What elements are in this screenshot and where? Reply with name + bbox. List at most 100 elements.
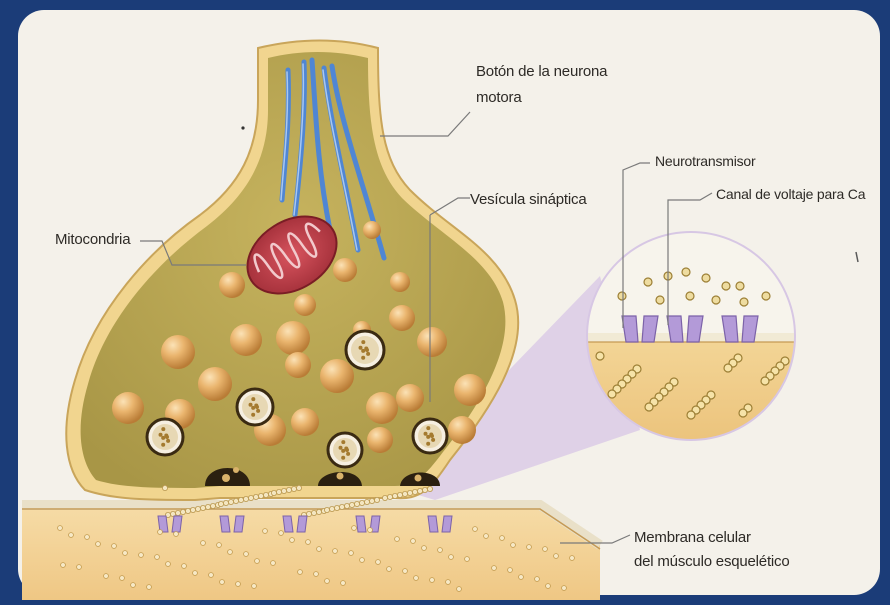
neurotransmitter-dot — [424, 432, 428, 436]
muscle-dot — [349, 551, 354, 556]
cleft-dot — [387, 494, 392, 499]
zoom-dot — [739, 409, 747, 417]
cleft-dot — [276, 489, 281, 494]
neurotransmitter-dot — [161, 427, 165, 431]
cleft-dot — [263, 492, 268, 497]
muscle-dot — [535, 577, 540, 582]
muscle-dot — [519, 575, 524, 580]
vesicle — [161, 335, 195, 369]
cleft-dot — [374, 497, 379, 502]
neurotransmitter-dot — [426, 426, 430, 430]
vesicle — [396, 384, 424, 412]
channel — [356, 516, 366, 532]
cleft-dot — [218, 501, 223, 506]
cleft-dot — [369, 498, 374, 503]
cleft-dot — [311, 510, 316, 515]
cleft-dot — [412, 489, 417, 494]
muscle-dot — [403, 569, 408, 574]
cleft-dot — [185, 508, 190, 513]
muscle-dot — [147, 585, 152, 590]
muscle-dot — [139, 553, 144, 558]
neurotransmitter-dot — [341, 440, 345, 444]
muscle-dot — [131, 583, 136, 588]
muscle-dot — [484, 534, 489, 539]
channel — [442, 516, 452, 532]
neurotransmitter-dot — [431, 438, 435, 442]
neurotransmitter-dot — [359, 346, 363, 350]
cleft-dot — [354, 501, 359, 506]
cleft-dot — [397, 492, 402, 497]
zoom-transmitter-dot — [686, 292, 694, 300]
vesicle — [366, 392, 398, 424]
cleft-dot — [180, 509, 185, 514]
muscle-dot — [155, 555, 160, 560]
vesicle — [276, 321, 310, 355]
muscle-dot — [465, 557, 470, 562]
muscle-dot — [360, 558, 365, 563]
muscle-dot — [500, 536, 505, 541]
cleft-dot — [162, 485, 167, 490]
muscle-dot — [271, 561, 276, 566]
zoom-transmitter-dot — [740, 298, 748, 306]
zoom-transmitter-dot — [682, 268, 690, 276]
zoom-transmitter-dot — [722, 282, 730, 290]
muscle-dot — [325, 579, 330, 584]
neurotransmitter-dot — [251, 413, 255, 417]
zoom-dot — [687, 411, 695, 419]
cleft-dot — [248, 495, 253, 500]
vesicle — [320, 359, 354, 393]
zoom-transmitter-dot — [762, 292, 770, 300]
muscle-dot — [209, 573, 214, 578]
muscle-dot — [395, 537, 400, 542]
muscle-dot — [217, 543, 222, 548]
label-membrana-line1: Membrana celular — [634, 528, 751, 547]
cleft-dot — [402, 491, 407, 496]
neurotransmitter-dot — [426, 442, 430, 446]
zoom-transmitter-dot — [702, 274, 710, 282]
zoom-dot — [645, 403, 653, 411]
label-boton-line1: Botón de la neurona — [476, 62, 607, 81]
cleft-dot — [407, 490, 412, 495]
muscle-dot — [457, 587, 462, 592]
muscle-dot — [449, 555, 454, 560]
neurotransmitter-dot — [254, 403, 258, 407]
muscle-dot — [120, 576, 125, 581]
channel — [297, 516, 307, 532]
cleft-dot — [271, 490, 276, 495]
vesicle — [112, 392, 144, 424]
cleft-dot — [223, 500, 228, 505]
vesicle — [198, 367, 232, 401]
vesicle — [285, 352, 311, 378]
muscle-dot — [446, 580, 451, 585]
vesicle — [219, 272, 245, 298]
muscle-dot — [554, 554, 559, 559]
muscle-dot — [543, 547, 548, 552]
muscle-dot — [317, 547, 322, 552]
cleft-dot — [364, 499, 369, 504]
muscle-dot — [422, 546, 427, 551]
muscle-dot — [77, 565, 82, 570]
cleft-dot — [427, 486, 432, 491]
muscle-dot — [255, 559, 260, 564]
muscle-dot — [58, 526, 63, 531]
cleft-dot — [233, 498, 238, 503]
channel — [172, 516, 182, 532]
channel — [220, 516, 230, 532]
zoom-transmitter-dot — [712, 296, 720, 304]
cleft-dot — [349, 502, 354, 507]
muscle-dot — [306, 540, 311, 545]
muscle-dot — [290, 538, 295, 543]
cleft-dot — [359, 500, 364, 505]
muscle-dot — [228, 550, 233, 555]
neurotransmitter-dot — [166, 439, 170, 443]
cleft-dot — [190, 507, 195, 512]
muscle-dot — [298, 570, 303, 575]
neurotransmitter-dot — [346, 452, 350, 456]
neurotransmitter-dot — [256, 409, 260, 413]
muscle-dot — [279, 531, 284, 536]
cleft-dot — [228, 499, 233, 504]
muscle-dot — [182, 564, 187, 569]
vesicle — [363, 221, 381, 239]
